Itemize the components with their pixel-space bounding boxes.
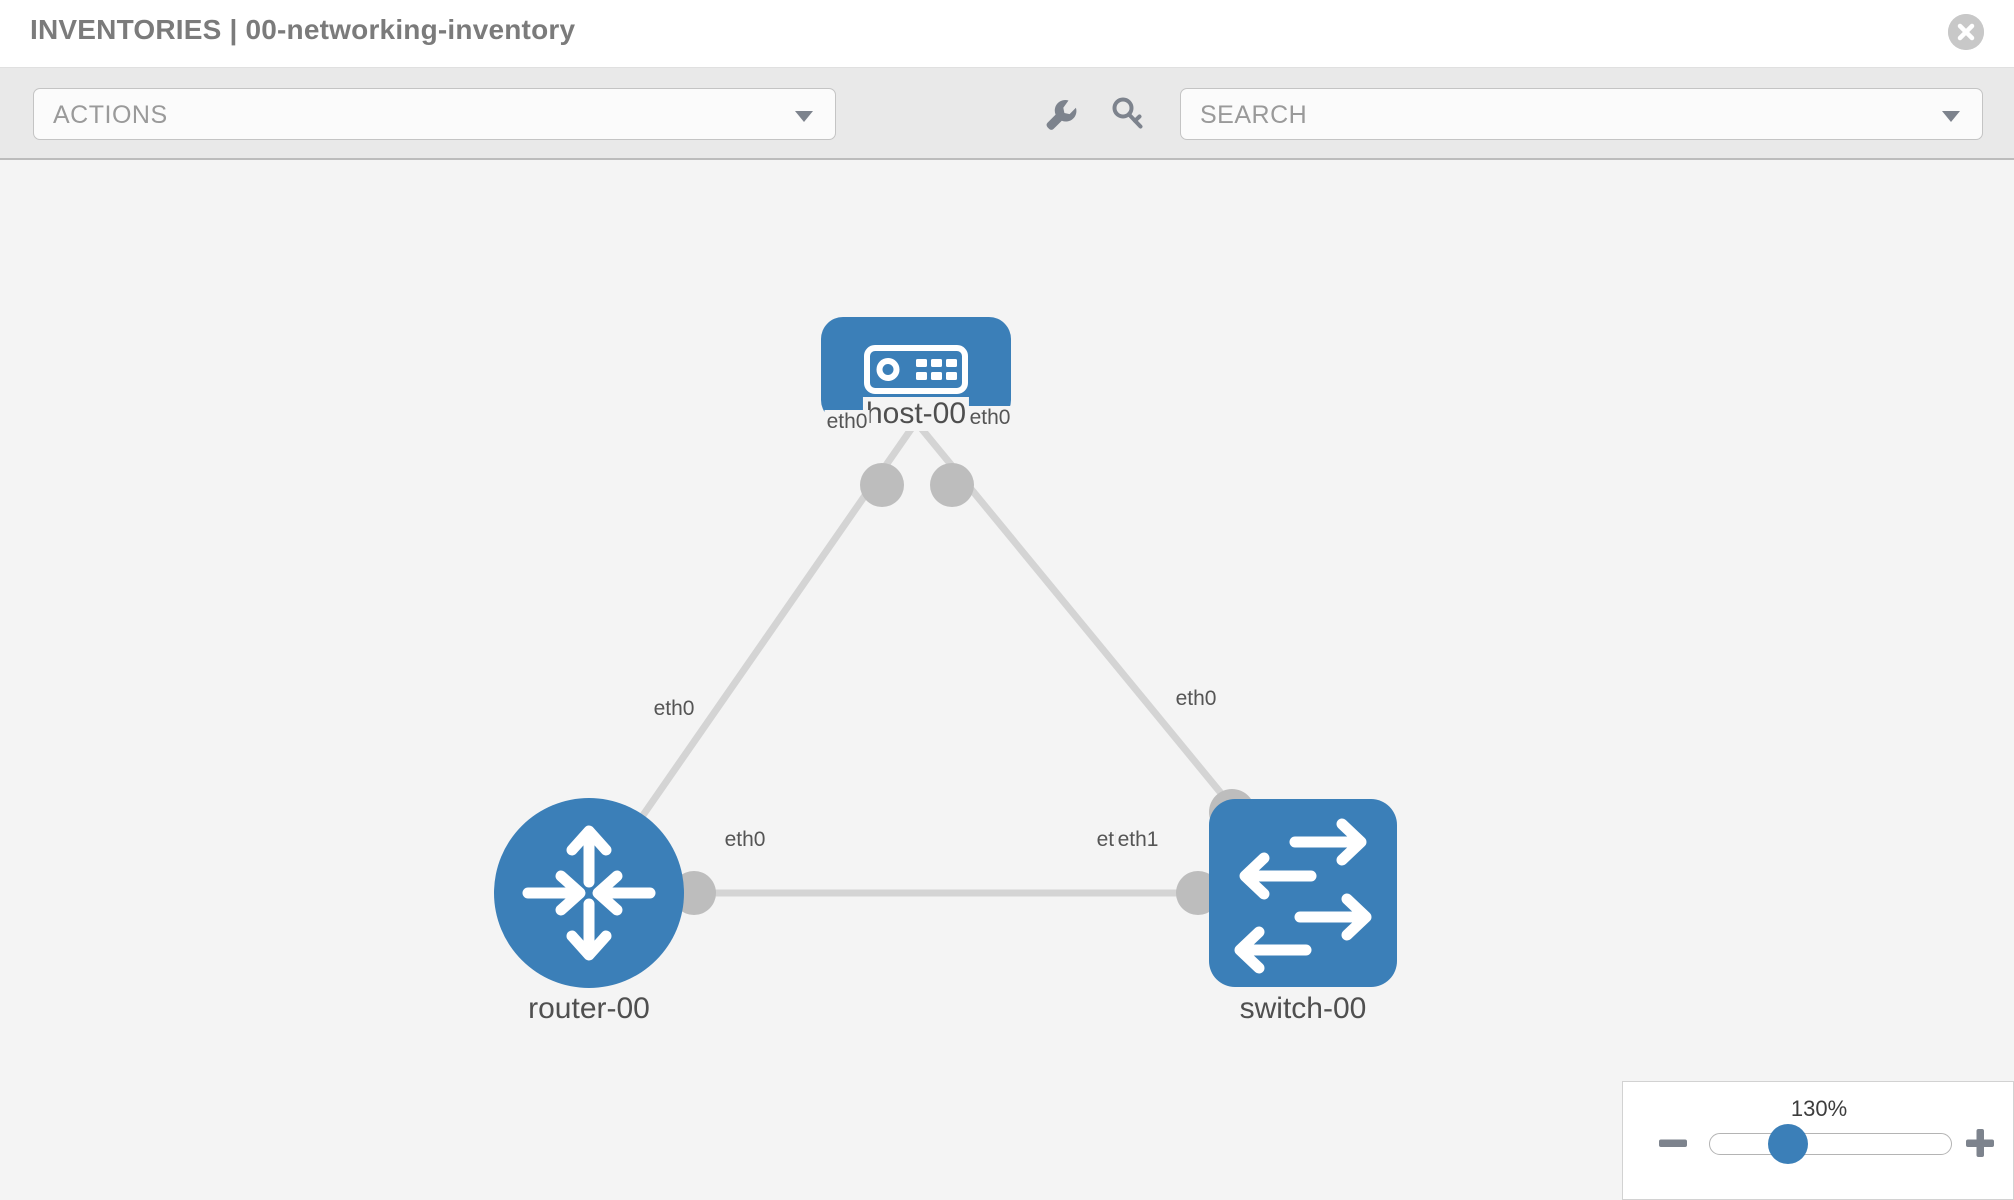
actions-dropdown[interactable]: ACTIONS xyxy=(33,88,836,140)
key-icon[interactable] xyxy=(1106,92,1150,136)
iface-label-switch00-eth0-uplink: eth0 xyxy=(1173,687,1219,711)
server-icon xyxy=(864,345,968,394)
topology-canvas[interactable]: host-00 router-00 switch-00 eth0 eth0 et… xyxy=(0,160,2014,1200)
zoom-slider-thumb[interactable] xyxy=(1768,1124,1808,1164)
connector-host00-eth0-left xyxy=(860,463,904,507)
search-placeholder: SEARCH xyxy=(1200,101,1308,129)
node-label-router-00: router-00 xyxy=(525,992,653,1026)
zoom-level-value: 130% xyxy=(1790,1096,1848,1121)
node-host-00 xyxy=(821,317,1011,422)
search-input[interactable]: SEARCH xyxy=(1180,88,1983,140)
actions-dropdown-label: ACTIONS xyxy=(53,101,168,129)
zoom-slider-track[interactable] xyxy=(1709,1133,1952,1155)
iface-label-router00-eth0-uplink: eth0 xyxy=(651,697,697,721)
chevron-down-icon[interactable] xyxy=(1942,111,1960,122)
switch-arrows-icon xyxy=(1234,818,1372,974)
link-host00-router00 xyxy=(586,420,919,895)
iface-label-router00-eth0: eth0 xyxy=(722,828,768,852)
window-header: INVENTORIES | 00-networking-inventory xyxy=(0,0,2014,68)
iface-label-host00-eth0-left: eth0 xyxy=(824,410,870,434)
minus-icon[interactable] xyxy=(1656,1126,1690,1160)
page-title: INVENTORIES | 00-networking-inventory xyxy=(30,14,576,45)
router-arrows-icon xyxy=(522,825,656,961)
iface-label-host00-eth0-right: eth0 xyxy=(967,406,1013,430)
close-icon[interactable] xyxy=(1948,14,1984,50)
node-switch-00 xyxy=(1209,799,1397,987)
wrench-icon[interactable] xyxy=(1038,92,1082,136)
node-router-00 xyxy=(494,798,684,988)
connector-host00-eth0-right xyxy=(930,463,974,507)
chevron-down-icon xyxy=(795,111,813,122)
node-label-switch-00: switch-00 xyxy=(1236,992,1370,1026)
toolbar: ACTIONS SEARCH xyxy=(0,68,2014,160)
iface-label-switch00-eth1: eth1 xyxy=(1115,828,1161,852)
zoom-control-panel: 130% xyxy=(1622,1081,2014,1200)
node-label-host-00: host-00 xyxy=(862,397,970,431)
plus-icon[interactable] xyxy=(1963,1126,1997,1160)
